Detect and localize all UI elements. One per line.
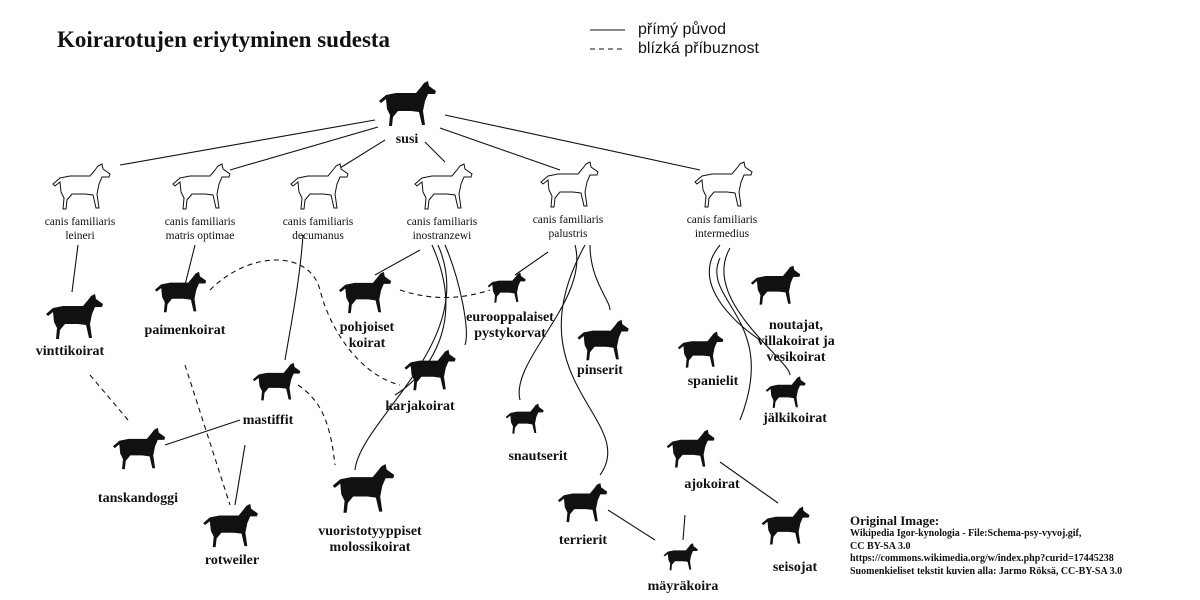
- breed-paimenkoirat: paimenkoirat: [144, 323, 226, 338]
- ancestor-dog-icon: [290, 162, 350, 212]
- molosser-icon: [328, 462, 400, 516]
- dashed-lines: [89, 259, 491, 506]
- legend-dashed-label: blízká příbuznost: [638, 40, 759, 57]
- ancestor-palustris: canis familiaris palustris: [498, 213, 638, 241]
- ancestor-dog-icon: [540, 160, 600, 210]
- breed-karjakoirat: karjakoirat: [385, 399, 455, 414]
- breed-jalkikoirat: jälkikoirat: [763, 411, 827, 426]
- page-title: Koirarotujen eriytyminen sudesta: [57, 27, 391, 52]
- label-line: canis familiaris: [406, 216, 478, 228]
- breed-seisojat: seisojat: [772, 560, 818, 575]
- schnauzer-icon: [505, 398, 545, 440]
- label-line: leineri: [65, 230, 95, 242]
- label-line: inostranzewi: [412, 230, 472, 242]
- ancestor-dog-icon: [172, 162, 232, 212]
- image-credit: Original Image: Wikipedia Igor-kynologia…: [850, 514, 1122, 578]
- label-line: canis familiaris: [532, 214, 604, 226]
- breed-ajokoirat: ajokoirat: [684, 477, 740, 492]
- rottweiler-icon: [200, 502, 262, 550]
- ancestor-intermedius: canis familiaris intermedius: [652, 213, 792, 241]
- ancestor-dog-icon: [52, 162, 112, 212]
- label-line: pohjoiset: [339, 320, 395, 335]
- poodle-icon: [750, 258, 802, 313]
- credit-line: Suomenkieliset tekstit kuvien alla: Jarm…: [850, 565, 1123, 577]
- breed-mayrakoira: mäyräkoira: [647, 579, 719, 594]
- cattle-dog-icon: [403, 348, 458, 393]
- label-line: canis familiaris: [686, 214, 758, 226]
- root-label: susi: [395, 132, 419, 147]
- label-line: canis familiaris: [164, 216, 236, 228]
- terrier-icon: [557, 478, 609, 528]
- credit-heading: Original Image:: [850, 513, 940, 528]
- breed-snautserit: snautserit: [508, 449, 568, 464]
- shepherd-dog-icon: [150, 270, 212, 315]
- label-line: decumanus: [292, 230, 344, 242]
- breed-spanielit: spanielit: [687, 374, 739, 389]
- wolf-icon: [378, 78, 438, 130]
- label-line: matris optimae: [165, 230, 235, 242]
- spaniel-icon: [676, 330, 726, 370]
- hound-icon: [663, 428, 719, 470]
- ancestor-leineri: canis familiaris leineri: [10, 215, 150, 243]
- great-dane-icon: [112, 418, 167, 480]
- label-line: koirat: [348, 336, 386, 351]
- pinscher-icon: [576, 318, 631, 363]
- ancestor-dog-icon: [694, 160, 754, 210]
- label-line: intermedius: [694, 228, 750, 240]
- mastiff-icon: [252, 357, 302, 407]
- breed-rotweiler: rotweiler: [204, 553, 260, 568]
- label-line: pystykorvat: [474, 326, 546, 341]
- ancestor-decumanus: canis familiaris decumanus: [248, 215, 388, 243]
- label-line: villakoirat ja: [757, 334, 835, 349]
- label-line: eurooppalaiset: [466, 310, 554, 325]
- dachshund-icon: [650, 542, 712, 572]
- credit-line: https://commons.wikimedia.org/w/index.ph…: [850, 553, 1114, 564]
- pointer-icon: [750, 505, 822, 547]
- breed-terrierit: terrierit: [558, 533, 608, 548]
- credit-line: Wikipedia Igor-kynologia - File:Schema-p…: [850, 528, 1082, 539]
- breed-pinserit: pinserit: [577, 363, 623, 378]
- credit-line: CC BY-SA 3.0: [850, 540, 911, 552]
- ancestor-dog-icon: [414, 162, 474, 212]
- spitz-dog-icon: [338, 268, 393, 318]
- breed-mastiffit: mastiffit: [242, 413, 294, 428]
- label-line: vuoristotyyppiset: [318, 524, 422, 539]
- label-line: canis familiaris: [44, 216, 116, 228]
- breed-tanskandoggi: tanskandoggi: [97, 491, 179, 506]
- small-spitz-icon: [487, 270, 527, 306]
- breed-vinttikoirat: vinttikoirat: [35, 344, 105, 359]
- ancestor-inostranzewi: canis familiaris inostranzewi: [372, 215, 512, 243]
- label-line: canis familiaris: [282, 216, 354, 228]
- legend-solid-label: přímý původ: [638, 21, 727, 38]
- greyhound-icon: [45, 292, 105, 342]
- label-line: palustris: [548, 228, 588, 240]
- label-line: molossikoirat: [329, 540, 411, 555]
- label-line: noutajat,: [768, 318, 824, 333]
- ancestor-matris-optimae: canis familiaris matris optimae: [130, 215, 270, 243]
- basset-icon: [760, 375, 812, 410]
- label-line: vesikoirat: [766, 350, 826, 365]
